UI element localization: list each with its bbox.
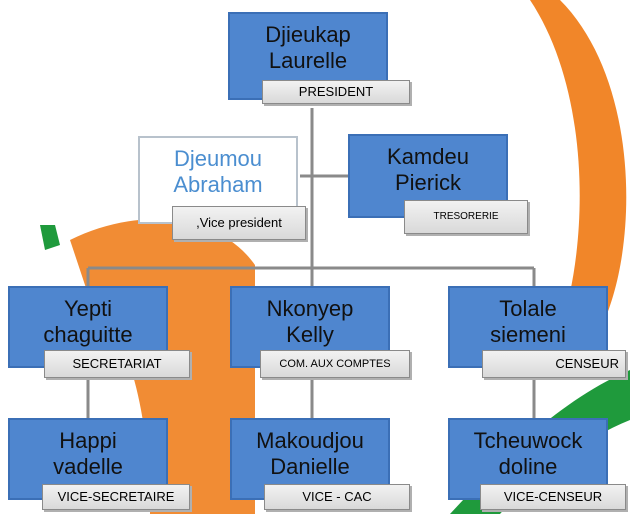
role-label-vice-president: ,Vice president	[172, 206, 306, 240]
role-label-vice-secretaire: VICE-SECRETAIRE	[42, 484, 190, 510]
node-name-last: Abraham	[173, 172, 263, 197]
node-name-first: Kamdeu	[387, 144, 469, 169]
node-name-first: Djieukap	[265, 22, 351, 47]
role-label-censeur: CENSEUR	[482, 350, 626, 378]
role-label-president: PRESIDENT	[262, 80, 410, 104]
node-name-last: chaguitte	[43, 322, 133, 347]
node-name-first: Happi	[59, 428, 117, 453]
role-label-vice-censeur: VICE-CENSEUR	[480, 484, 626, 510]
node-name-last: Laurelle	[268, 48, 348, 73]
role-label-tresorerie: TRESORERIE	[404, 200, 528, 234]
node-name-last: Danielle	[270, 454, 350, 479]
node-name-last: siemeni	[490, 322, 566, 347]
node-name-first: Nkonyep	[266, 296, 354, 321]
node-name-last: Kelly	[286, 322, 334, 347]
node-name-first: Tcheuwock	[473, 428, 583, 453]
node-name-last: Pierick	[394, 170, 461, 195]
role-label-secretariat: SECRETARIAT	[44, 350, 190, 378]
node-name-first: Makoudjou	[256, 428, 364, 453]
node-name-first: Djeumou	[173, 146, 263, 171]
node-name-first: Tolale	[499, 296, 557, 321]
node-name-last: vadelle	[53, 454, 123, 479]
role-label-com-aux-comptes: COM. AUX COMPTES	[260, 350, 410, 378]
node-name-first: Yepti	[63, 296, 113, 321]
role-label-vice-cac: VICE - CAC	[264, 484, 410, 510]
node-name-last: doline	[498, 454, 558, 479]
